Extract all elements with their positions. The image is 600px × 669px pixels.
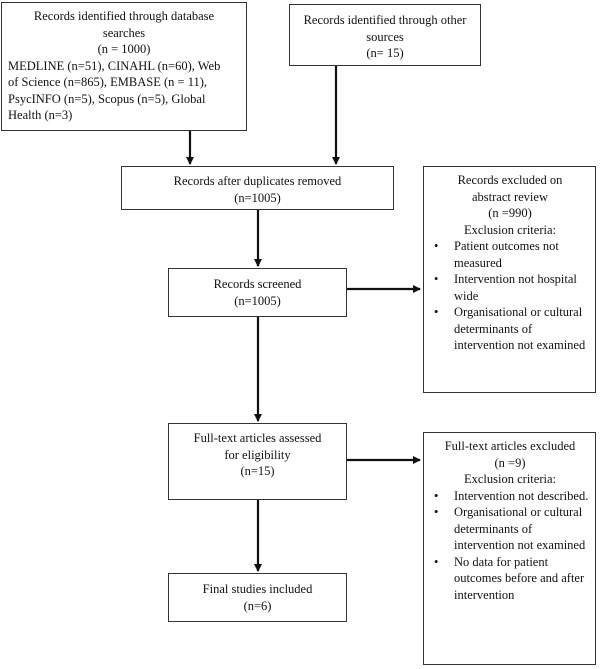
fulltext-criterion: Intervention not described. — [430, 488, 590, 505]
fulltext-criterion: No data for patient outcomes before and … — [430, 554, 590, 604]
screened-box: Records screened (n=1005) — [168, 268, 347, 317]
db-search-count: (n = 1000) — [97, 42, 151, 56]
db-search-title-1: Records identified through database — [33, 9, 215, 23]
db-search-detail-4: Health (n=3) — [8, 108, 73, 122]
fulltext-excluded-title: Full-text articles excluded — [444, 439, 576, 453]
abstract-criteria-heading: Exclusion criteria: — [464, 222, 556, 237]
included-count: (n=6) — [243, 598, 272, 613]
db-search-box: Records identified through database sear… — [1, 2, 247, 131]
db-search-detail-1: MEDLINE (n=51), CINAHL (n=60), Web — [8, 58, 221, 73]
db-search-title-2: searches — [102, 25, 146, 40]
fulltext-excluded-count: (n =9) — [494, 455, 526, 470]
other-sources-title-1: Records identified through other — [303, 13, 467, 27]
fulltext-assessed-count: (n=15) — [240, 464, 275, 478]
fulltext-criteria-list: Intervention not described. Organisation… — [430, 488, 590, 604]
duplicates-removed-count: (n=1005) — [234, 190, 281, 205]
fulltext-criterion: Organisational or cultural determinants … — [430, 504, 590, 554]
fulltext-assessed-title-1: Full-text articles assessed — [193, 431, 322, 445]
abstract-criteria-list: Patient outcomes not measured Interventi… — [430, 238, 590, 354]
fulltext-assessed-title-2: for eligibility — [224, 447, 291, 462]
abstract-excluded-count: (n =990) — [488, 206, 532, 220]
abstract-criterion: Patient outcomes not measured — [430, 238, 590, 271]
other-sources-title-2: sources — [366, 29, 404, 44]
other-sources-count: (n= 15) — [366, 46, 404, 60]
abstract-excluded-title-2: abstract review — [471, 189, 548, 204]
screened-count: (n=1005) — [234, 293, 281, 308]
db-search-detail-2: of Science (n=865), EMBASE (n = 11), — [8, 75, 208, 89]
abstract-excluded-title-1: Records excluded on — [457, 173, 563, 187]
included-title: Final studies included — [202, 582, 313, 596]
fulltext-criteria-heading: Exclusion criteria: — [464, 472, 556, 486]
other-sources-box: Records identified through other sources… — [289, 4, 481, 66]
abstract-criterion: Intervention not hospital wide — [430, 271, 590, 304]
fulltext-assessed-box: Full-text articles assessed for eligibil… — [168, 423, 347, 500]
db-search-detail-3: PsycINFO (n=5), Scopus (n=5), Global — [8, 91, 206, 106]
screened-title: Records screened — [213, 277, 302, 291]
abstract-criterion: Organisational or cultural determinants … — [430, 304, 590, 354]
duplicates-removed-box: Records after duplicates removed (n=1005… — [121, 166, 394, 210]
included-box: Final studies included (n=6) — [168, 573, 347, 622]
duplicates-removed-title: Records after duplicates removed — [173, 174, 342, 188]
fulltext-excluded-box: Full-text articles excluded (n =9) Exclu… — [423, 432, 596, 665]
abstract-excluded-box: Records excluded on abstract review (n =… — [423, 166, 596, 393]
